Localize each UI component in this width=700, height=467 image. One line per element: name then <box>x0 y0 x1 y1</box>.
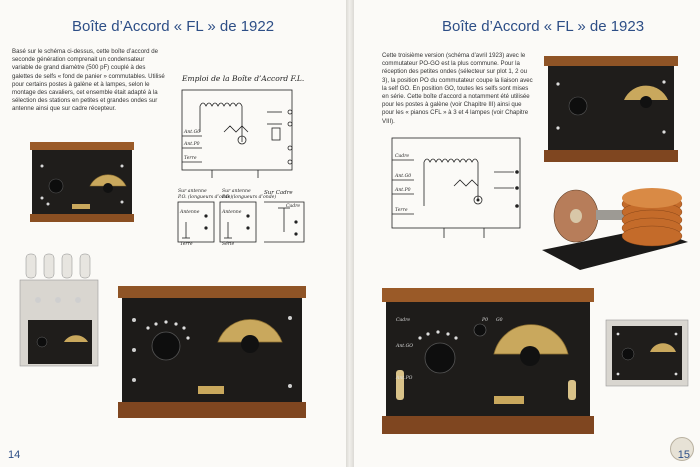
mode-1-sub: P.O. (longueurs d’onde) <box>178 195 233 200</box>
coil-assembly-photo <box>542 188 688 270</box>
radio-photo-small-right <box>605 319 689 387</box>
schematic-label-ant-po: Ant.P0 <box>184 142 200 147</box>
schematic-label-ant-go: Ant.G0 <box>184 130 201 135</box>
panel-label-go: G0 <box>496 318 503 323</box>
panel-label-ant-go: Ant.GO <box>396 344 414 349</box>
mode-3-heading: Sur Cadre <box>264 190 293 196</box>
mode-1-heading: Sur antenne <box>178 189 207 194</box>
spine-gutter <box>346 0 354 467</box>
publisher-seal-icon <box>670 437 694 461</box>
schematic-1923-label-cadre: Cadre <box>395 154 410 159</box>
radio-photo-top-right <box>544 56 678 162</box>
schematic-label-terre: Terre <box>184 156 197 161</box>
left-page: Boîte d’Accord « FL » de 1922 Basé sur l… <box>0 0 346 467</box>
schematic-1923-label-ant-po: Ant.P0 <box>395 188 411 193</box>
schematic-diagram-1923: Cadre Ant.G0 Ant.P0 Terre <box>384 136 528 244</box>
page-number-right: 15 <box>677 449 690 461</box>
mode-1-a: Antenne <box>180 210 200 215</box>
right-page: Boîte d’Accord « FL » de 1923 Cette troi… <box>354 0 700 467</box>
mode-3-a: Cadre <box>286 204 301 209</box>
left-page-paragraph: Basé sur le schéma ci-dessus, cette boît… <box>12 48 165 113</box>
right-page-title: Boîte d’Accord « FL » de 1923 <box>442 18 645 35</box>
schematic-lines <box>177 89 305 243</box>
panel-label-po: P0 <box>482 318 489 323</box>
mode-2-heading: Sur antenne <box>222 189 251 194</box>
left-page-title: Boîte d’Accord « FL » de 1922 <box>72 18 275 35</box>
schematic-title: Emploi de la Boîte d’Accord F.L. <box>182 74 305 83</box>
right-page-paragraph: Cette troisième version (schéma d’avril … <box>382 52 533 125</box>
page-number-left: 14 <box>8 449 21 461</box>
mode-2-sub: P.O. (longueurs d’onde) <box>222 195 277 200</box>
panel-label-ant-po: Ant.PO <box>396 376 413 381</box>
radio-photo-large-1923 <box>382 288 594 434</box>
mode-2-a: Antenne <box>222 210 242 215</box>
mode-2-b: Série <box>222 242 235 247</box>
radio-photo-large-1922 <box>118 286 306 418</box>
schematic-1923-label-ant-go: Ant.G0 <box>395 174 412 179</box>
mode-1-b: Terre <box>180 242 193 247</box>
schematic-1923-label-terre: Terre <box>395 208 408 213</box>
radio-photo-small <box>30 142 134 222</box>
schematic-diagram-1922: Emploi de la Boîte d’Accord F.L. <box>172 72 312 254</box>
panel-label-cadre: Cadre <box>396 318 411 323</box>
schematic-1923-lines <box>391 137 521 238</box>
radio-photo-valves <box>19 253 99 367</box>
